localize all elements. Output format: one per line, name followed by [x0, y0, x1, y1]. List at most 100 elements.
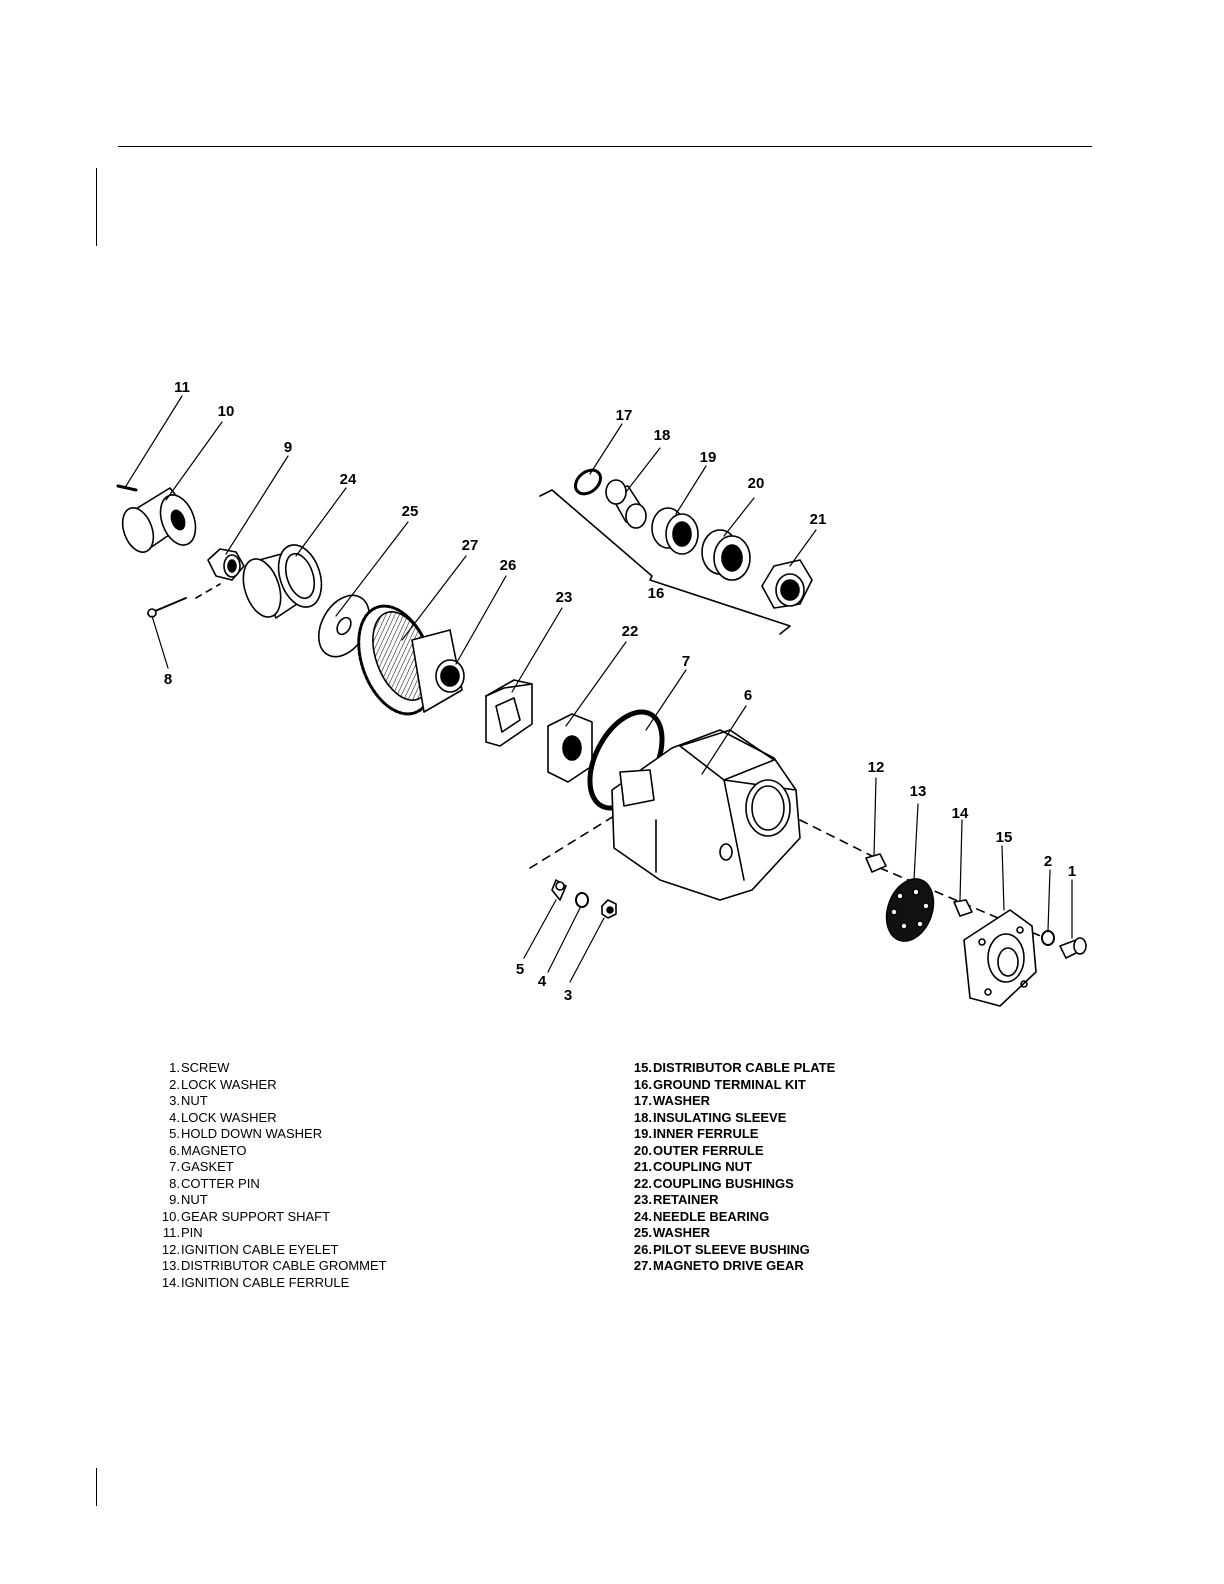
part-ignition-cable-ferrule: [953, 899, 973, 917]
callout-7: 7: [682, 653, 690, 670]
callout-25: 25: [402, 503, 419, 520]
part-magneto-drive-gear: [357, 604, 465, 716]
legend-item-number: 19.: [633, 1126, 652, 1141]
legend-item-label: LOCK WASHER: [181, 1076, 277, 1092]
legend-item: 19.INNER FERRULE: [622, 1126, 835, 1143]
callout-3: 3: [564, 987, 572, 1004]
legend-item-number: 23.: [633, 1192, 652, 1207]
callout-12: 12: [868, 759, 885, 776]
legend-item-label: SCREW: [181, 1060, 230, 1075]
legend-item-label: GEAR SUPPORT SHAFT: [181, 1208, 331, 1224]
part-hold-down-washer: [551, 879, 567, 901]
callout-26: 26: [500, 557, 517, 574]
legend-item: 11.PIN: [150, 1225, 387, 1242]
legend-item-label: HOLD DOWN WASHER: [181, 1126, 323, 1141]
legend-item-label: WASHER: [653, 1093, 711, 1108]
callout-23: 23: [556, 589, 573, 606]
axis-line-right: [799, 819, 881, 861]
legend-item-label: PILOT SLEEVE BUSHING: [653, 1241, 810, 1257]
legend-item: 21.COUPLING NUT: [622, 1159, 835, 1176]
legend-item: 13.DISTRIBUTOR CABLE GROMMET: [150, 1258, 387, 1275]
legend-item-label: WASHER: [653, 1225, 711, 1240]
legend-item: 22.COUPLING BUSHINGS: [622, 1176, 835, 1193]
legend-item-number: 5.: [169, 1126, 180, 1141]
callout-10: 10: [218, 403, 235, 420]
header-rule: [118, 146, 1092, 147]
part-coupling-bushings: [547, 713, 593, 783]
part-coupling-nut: [761, 559, 813, 609]
part-insulating-sleeve: [605, 479, 647, 529]
callout-14: 14: [952, 805, 969, 822]
legend-item-number: 21.: [633, 1159, 652, 1174]
part-washer-17: [573, 468, 603, 496]
legend-item-label: LOCK WASHER: [181, 1109, 277, 1125]
legend-item-number: 8.: [169, 1175, 180, 1191]
callout-11: 11: [174, 379, 190, 396]
legend-item: 26.PILOT SLEEVE BUSHING: [622, 1242, 835, 1259]
legend-item-label: MAGNETO: [181, 1142, 247, 1158]
legend-item: 16.GROUND TERMINAL KIT: [622, 1077, 835, 1094]
part-washer-25: [317, 594, 371, 658]
legend-item: 10.GEAR SUPPORT SHAFT: [150, 1209, 387, 1226]
legend-item-label: COUPLING BUSHINGS: [653, 1175, 794, 1191]
callout-8: 8: [164, 671, 172, 688]
legend-item-label: INSULATING SLEEVE: [653, 1109, 787, 1125]
bracket-ground-terminal-kit: [539, 489, 791, 635]
callout-13: 13: [910, 783, 927, 800]
legend-item-number: 18.: [633, 1109, 652, 1125]
part-distributor-cable-grommet: [885, 878, 935, 942]
legend-item-label: NUT: [181, 1192, 208, 1207]
callout-15: 15: [996, 829, 1013, 846]
part-nut-9: [207, 548, 245, 581]
legend-item-number: 11.: [162, 1225, 180, 1240]
part-pin: [116, 484, 138, 492]
legend-item-label: NUT: [181, 1093, 208, 1108]
legend-item-label: MAGNETO DRIVE GEAR: [653, 1258, 804, 1273]
legend-item: 7.GASKET: [150, 1159, 387, 1176]
part-gear-support-shaft: [121, 487, 197, 553]
legend-item: 1.SCREW: [150, 1060, 387, 1077]
legend-item-label: NEEDLE BEARING: [653, 1208, 770, 1224]
legend-item: 20.OUTER FERRULE: [622, 1143, 835, 1160]
legend-item-label: INNER FERRULE: [653, 1126, 759, 1141]
legend-item-number: 9.: [169, 1192, 180, 1207]
callout-5: 5: [516, 961, 524, 978]
callout-16: 16: [648, 585, 665, 602]
callout-24: 24: [340, 471, 357, 488]
legend-item-number: 27.: [633, 1258, 652, 1273]
callout-27: 27: [462, 537, 479, 554]
legend-item-number: 25.: [633, 1225, 652, 1240]
legend-item: 23.RETAINER: [622, 1192, 835, 1209]
callout-numbers: 11 10 9 24 25 27 26 23 22 7 6 8 17 18 19…: [164, 379, 1076, 1004]
callout-18: 18: [654, 427, 671, 444]
legend-item-label: PIN: [181, 1225, 203, 1240]
part-screw: [1059, 937, 1087, 959]
legend-item: 15.DISTRIBUTOR CABLE PLATE: [622, 1060, 835, 1077]
legend-item-label: COUPLING NUT: [653, 1159, 752, 1174]
legend-item: 27.MAGNETO DRIVE GEAR: [622, 1258, 835, 1275]
legend-item-label: RETAINER: [653, 1192, 719, 1207]
legend-item-label: IGNITION CABLE EYELET: [181, 1241, 339, 1257]
callout-1: 1: [1068, 863, 1076, 880]
legend-item: 17.WASHER: [622, 1093, 835, 1110]
part-distributor-cable-plate: [963, 909, 1037, 1007]
callout-22: 22: [622, 623, 639, 640]
legend-item-number: 20.: [633, 1142, 652, 1158]
legend-item: 4.LOCK WASHER: [150, 1110, 387, 1127]
legend-item-number: 14.: [161, 1274, 180, 1290]
part-inner-ferrule: [651, 507, 699, 555]
part-lock-washer-2: [1041, 930, 1055, 946]
part-needle-bearing: [242, 544, 323, 619]
part-retainer: [485, 679, 533, 747]
legend-item-number: 6.: [169, 1142, 180, 1158]
leader-lines: [125, 395, 1073, 983]
callout-21: 21: [810, 511, 827, 528]
legend-item: 18.INSULATING SLEEVE: [622, 1110, 835, 1127]
legend-item-number: 15.: [633, 1060, 652, 1075]
legend-item-number: 16.: [633, 1076, 652, 1092]
callout-4: 4: [538, 973, 547, 990]
change-bar-bottom: [96, 1468, 97, 1506]
legend-item-number: 17.: [633, 1093, 652, 1108]
